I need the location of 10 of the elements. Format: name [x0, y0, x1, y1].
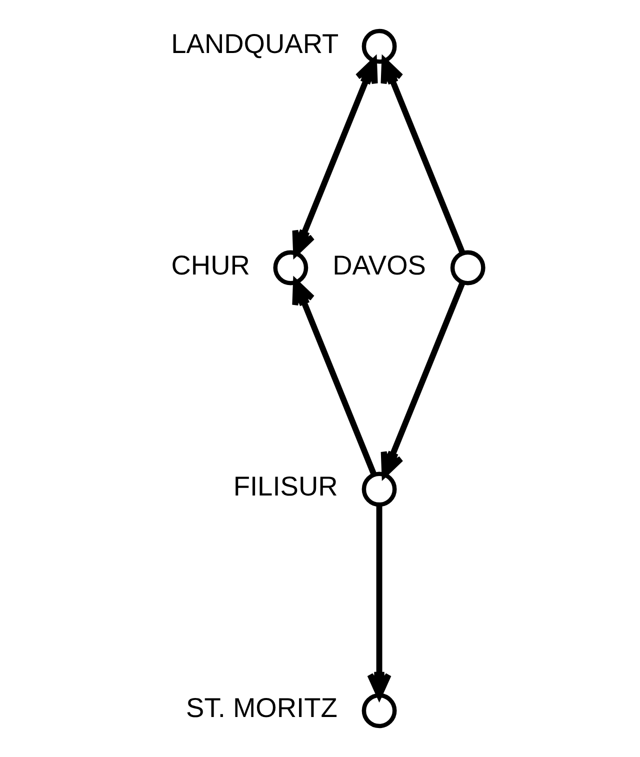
node-circle [361, 472, 396, 507]
node-label: LANDQUART [170, 28, 338, 59]
node-label: ST. MORITZ [186, 692, 337, 724]
node-circle [361, 28, 396, 64]
node-circle [450, 250, 485, 286]
node-label: DAVOS [332, 249, 426, 280]
node-circle [361, 693, 396, 728]
node-label: FILISUR [232, 470, 338, 502]
node-label: CHUR [170, 249, 250, 280]
node-circle [272, 250, 308, 286]
